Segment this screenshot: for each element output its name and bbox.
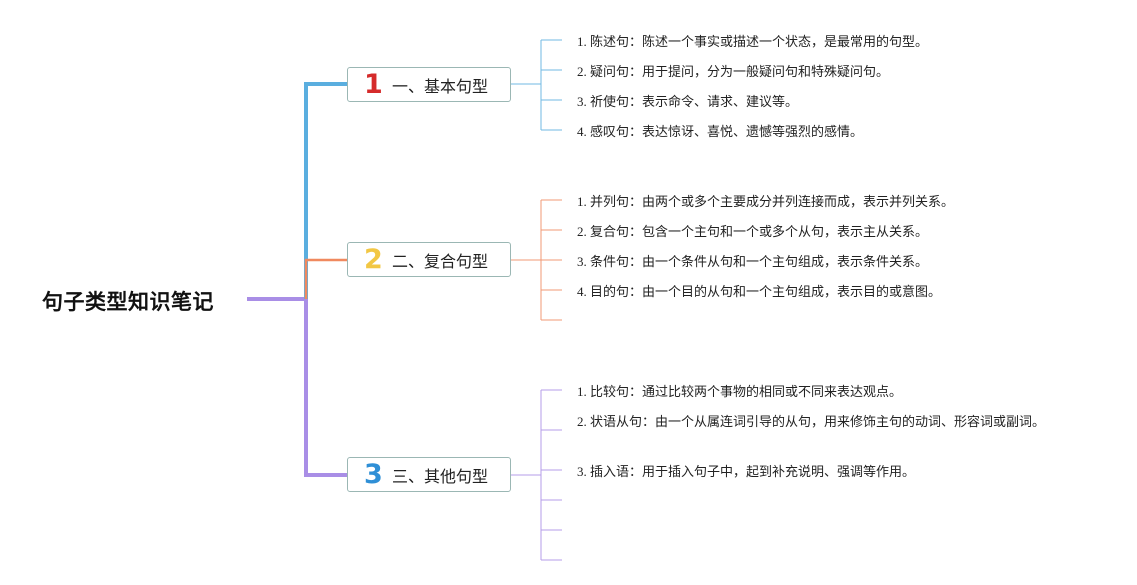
trunk-branch-3 [304,299,347,477]
branch-label: 一、基本句型 [392,76,489,96]
number-1-icon: 1 [364,69,383,100]
leaf-conditional[interactable]: 3. 条件句：由一个条件从句和一个主句组成，表示条件关系。 [577,254,929,269]
branch-label: 二、复合句型 [392,251,489,271]
leaf-parenthesis[interactable]: 3. 插入语：用于插入句子中，起到补充说明、强调等作用。 [577,464,916,479]
branch-1-leaf-connectors [511,39,562,131]
trunk-branch-2 [304,258,347,299]
leaf-complex[interactable]: 2. 复合句：包含一个主句和一个或多个从句，表示主从关系。 [577,224,929,239]
number-3-icon: 3 [364,459,383,490]
branch-node-basic-sentence-types[interactable]: 1 一、基本句型 [347,67,511,102]
branch-node-other-sentence-types[interactable]: 3 三、其他句型 [347,457,511,492]
leaf-interrogative[interactable]: 2. 疑问句：用于提问，分为一般疑问句和特殊疑问句。 [577,64,890,79]
number-2-icon: 2 [364,244,383,275]
branch-label: 三、其他句型 [392,466,489,486]
branch-2-leaf-connectors [511,199,562,321]
leaf-declarative[interactable]: 1. 陈述句：陈述一个事实或描述一个状态，是最常用的句型。 [577,34,929,49]
leaf-exclamatory[interactable]: 4. 感叹句：表达惊讶、喜悦、遗憾等强烈的感情。 [577,124,864,139]
trunk-branch-1 [304,82,347,299]
leaf-coordinate[interactable]: 1. 并列句：由两个或多个主要成分并列连接而成，表示并列关系。 [577,194,955,209]
leaf-comparative[interactable]: 1. 比较句：通过比较两个事物的相同或不同来表达观点。 [577,384,903,399]
branch-node-compound-sentence-types[interactable]: 2 二、复合句型 [347,242,511,277]
leaf-purpose[interactable]: 4. 目的句：由一个目的从句和一个主句组成，表示目的或意图。 [577,284,942,299]
leaf-imperative[interactable]: 3. 祈使句：表示命令、请求、建议等。 [577,94,799,109]
root-title[interactable]: 句子类型知识笔记 [42,290,214,314]
leaf-adverbial-clause[interactable]: 2. 状语从句：由一个从属连词引导的从句，用来修饰主句的动词、形容词或副词。 [577,414,1046,429]
branch-3-leaf-connectors [511,389,562,561]
